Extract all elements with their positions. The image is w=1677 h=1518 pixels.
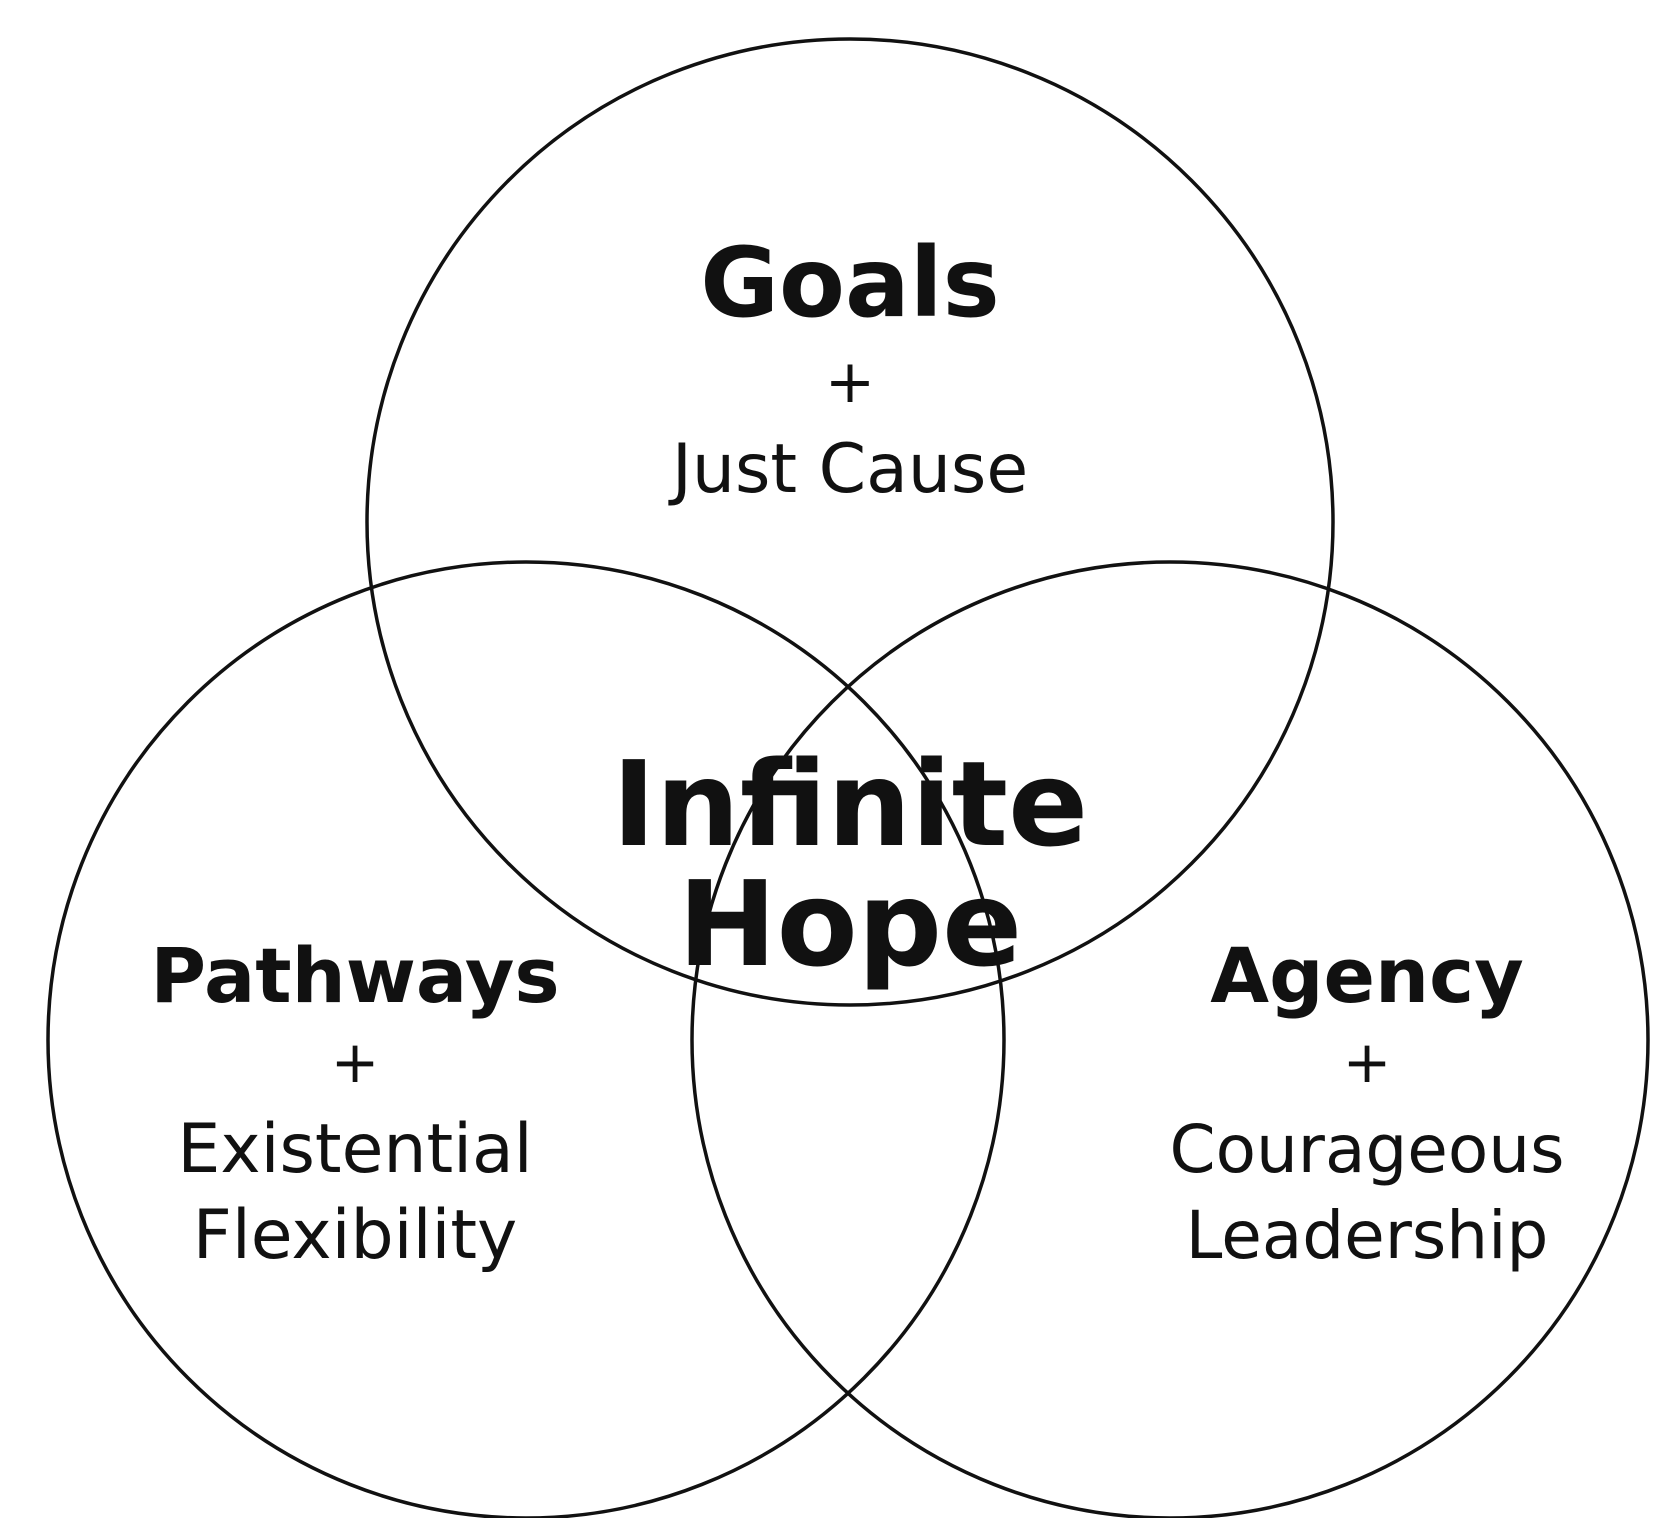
pathways-subtitle-line-1: Existential [177, 1110, 532, 1189]
agency-subtitle-line-1: Courageous [1170, 1111, 1565, 1188]
pathways-circle [46, 560, 1006, 1518]
pathways-title: Pathways [150, 931, 559, 1020]
goals-plus: + [825, 347, 875, 417]
goals-title: Goals [700, 227, 1000, 339]
center-line-1: Infinite [612, 735, 1088, 873]
goals-subtitle-line-1: Just Cause [668, 430, 1028, 509]
goals-circle [365, 37, 1335, 1007]
agency-subtitle-line-2: Leadership [1186, 1197, 1549, 1274]
agency-title: Agency [1210, 931, 1523, 1020]
agency-plus: + [1343, 1028, 1392, 1096]
center-line-2: Hope [678, 855, 1022, 993]
pathways-plus: + [331, 1028, 380, 1096]
agency-circle [690, 560, 1650, 1518]
pathways-subtitle-line-2: Flexibility [193, 1196, 518, 1275]
